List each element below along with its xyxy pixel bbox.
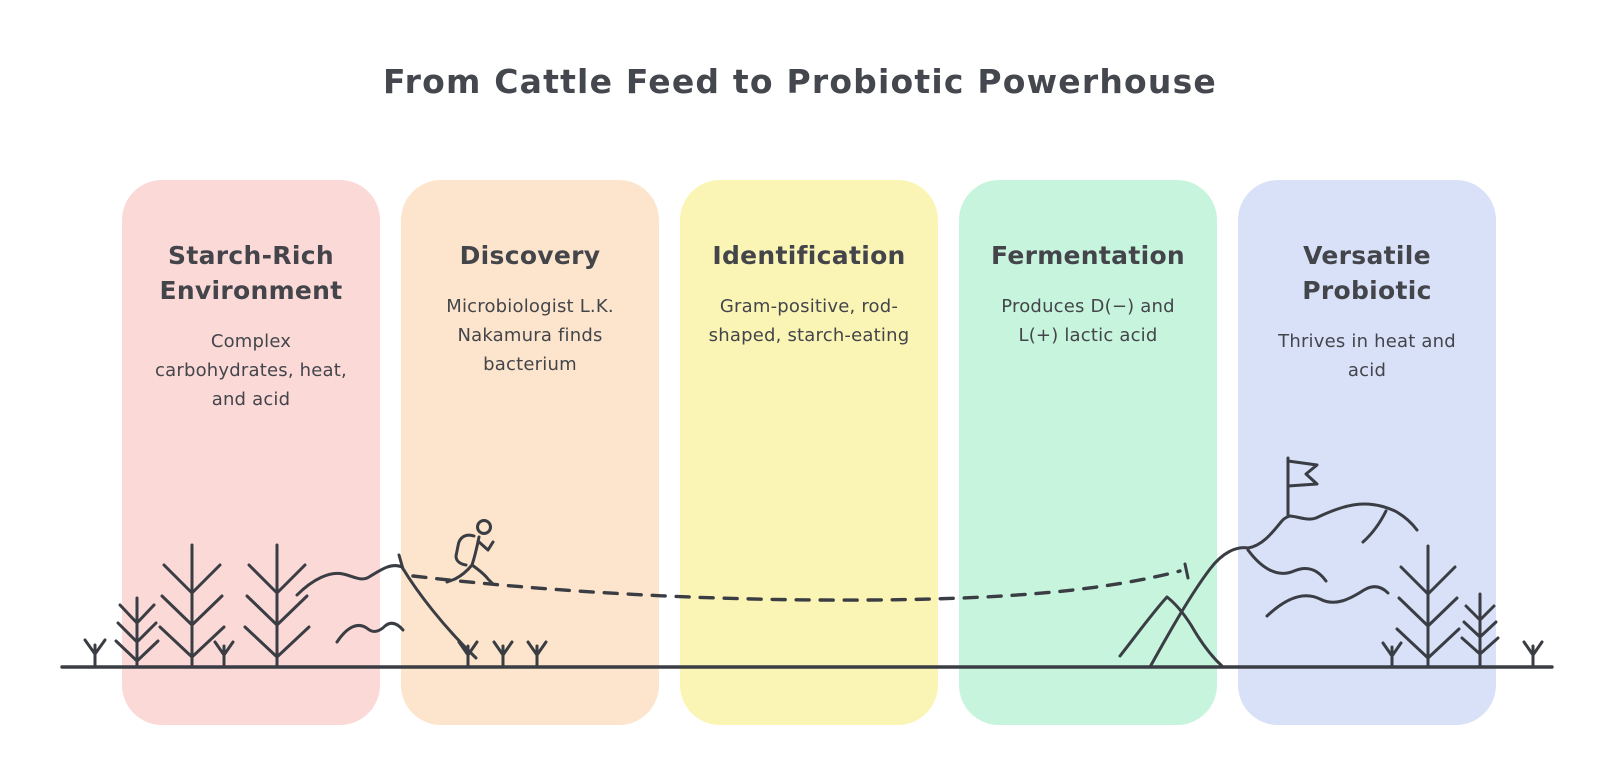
card-identification: Identification Gram-positive, rod-shaped… [680,180,938,725]
card-description: Complex carbohydrates, heat, and acid [155,331,347,410]
card-description: Gram-positive, rod-shaped, starch-eating [708,296,910,346]
card-heading: Fermentation [990,241,1186,270]
card-description: Produces D(−) and L(+) lactic acid [1001,296,1175,346]
card-versatile-probiotic: Versatile Probiotic Thrives in heat and … [1238,180,1496,725]
card-description: Thrives in heat and acid [1278,331,1456,381]
card-discovery: Discovery Microbiologist L.K. Nakamura f… [401,180,659,725]
card-heading: Identification [712,241,906,270]
card-heading: Versatile Probiotic [1302,241,1432,305]
card-description: Microbiologist L.K. Nakamura finds bacte… [446,296,614,375]
card-starch-rich-environment: Starch-Rich Environment Complex carbohyd… [122,180,380,725]
page-title: From Cattle Feed to Probiotic Powerhouse [382,62,1218,101]
stage-cards: Starch-Rich Environment Complex carbohyd… [122,180,1496,725]
card-fermentation: Fermentation Produces D(−) and L(+) lact… [959,180,1217,725]
card-heading: Discovery [459,241,601,270]
card-heading: Starch-Rich Environment [159,241,343,305]
